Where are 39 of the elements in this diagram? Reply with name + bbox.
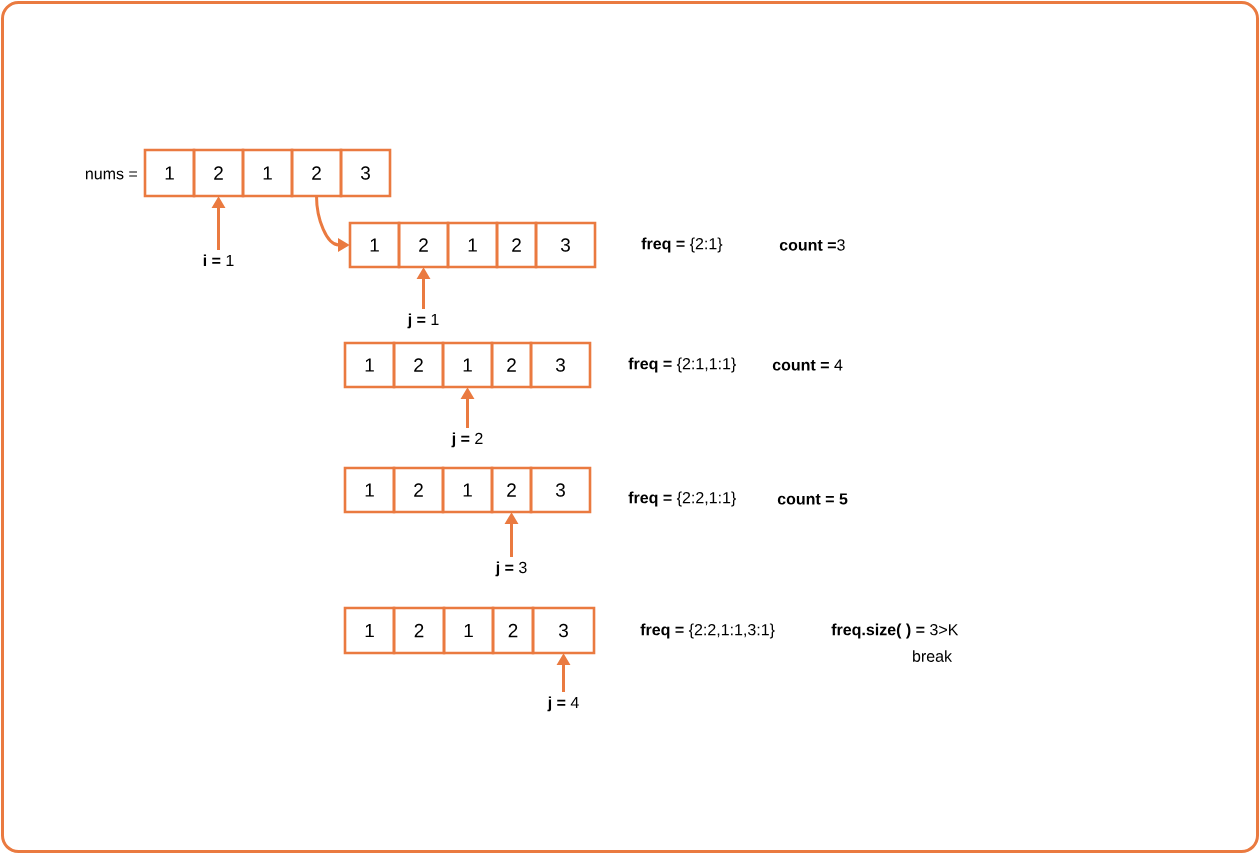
- array-cell: 1: [343, 466, 396, 514]
- array-cell: 2: [490, 341, 533, 389]
- pointer-label: j = 2: [451, 432, 483, 448]
- array-cell: 1: [143, 148, 196, 198]
- array-cell: 1: [343, 606, 396, 655]
- array-cell: 3: [529, 466, 592, 514]
- state-text: freq.size( ) = 3>K: [831, 623, 959, 639]
- array-cell: 2: [397, 221, 450, 269]
- array-cell: 2: [392, 606, 446, 655]
- state-text: freq = {2:2,1:1,3:1}: [640, 623, 775, 639]
- pointer-label: j = 3: [495, 561, 527, 577]
- array-cell: 3: [339, 148, 392, 198]
- state-text: freq = {2:2,1:1}: [628, 491, 736, 507]
- array-cell: 3: [534, 221, 597, 269]
- array-cell: 2: [392, 341, 445, 389]
- pointer-label: j = 4: [547, 696, 579, 712]
- array-cell: 1: [241, 148, 294, 198]
- array-cell: 2: [491, 606, 535, 655]
- array-cell: 1: [441, 466, 494, 514]
- array-cell: 2: [290, 148, 343, 198]
- array-cell: 1: [348, 221, 401, 269]
- state-text: count = 4: [772, 359, 843, 371]
- array-cell: 1: [441, 341, 494, 389]
- state-text: count =3: [779, 239, 845, 251]
- pointer-label: j = 1: [407, 313, 439, 329]
- array-cell: 2: [392, 466, 445, 514]
- array-cell: 1: [442, 606, 495, 655]
- array-cell: 3: [531, 606, 596, 655]
- array-cell: 2: [192, 148, 245, 198]
- pointer-label: i = 1: [203, 254, 234, 266]
- array-cell: 1: [446, 221, 499, 269]
- note-text: break: [913, 650, 953, 662]
- array-cell: 3: [529, 341, 592, 389]
- array-cell: 2: [495, 221, 538, 269]
- state-text: count = 5: [777, 493, 848, 505]
- state-text: freq = {2:1,1:1}: [628, 357, 736, 373]
- state-text: freq = {2:1}: [641, 237, 723, 253]
- array-cell: 2: [490, 466, 533, 514]
- array-cell: 1: [343, 341, 396, 389]
